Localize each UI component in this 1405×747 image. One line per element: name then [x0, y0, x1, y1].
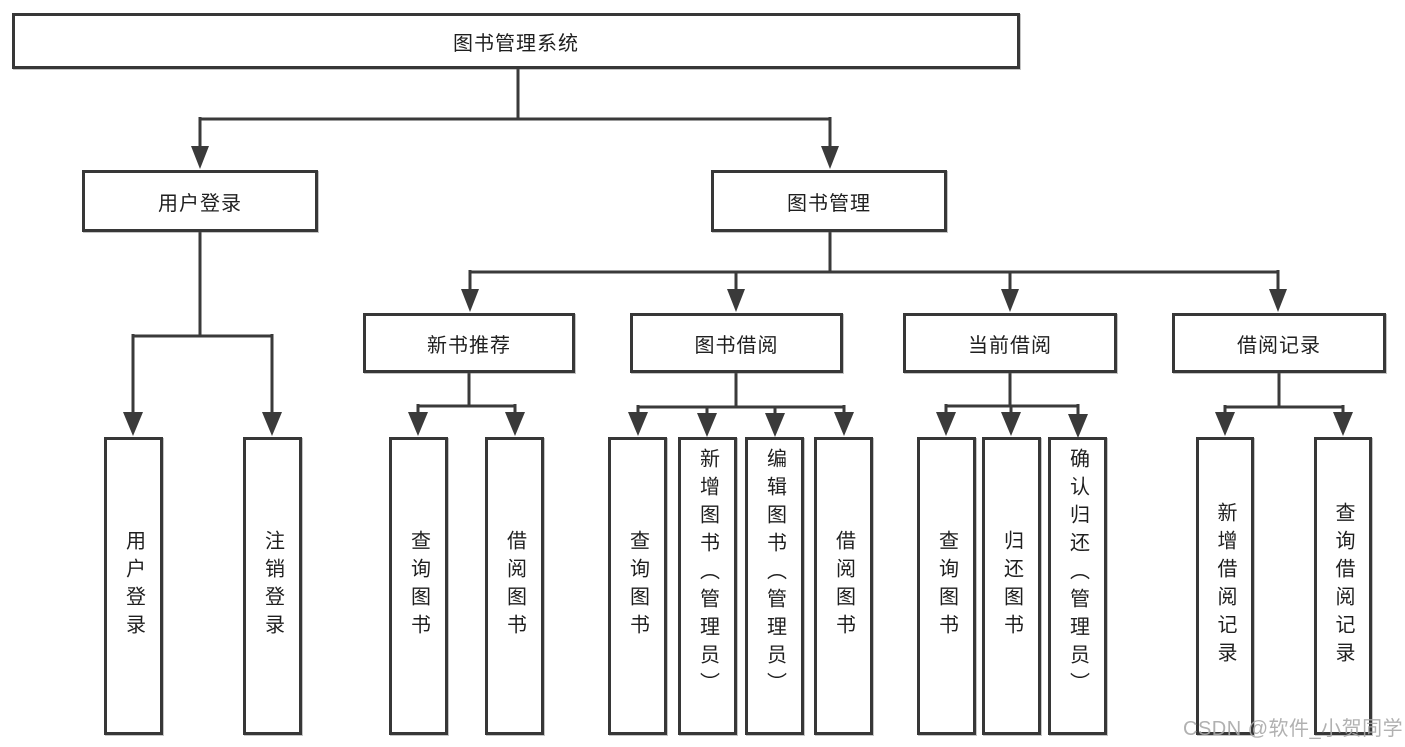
leaf-borrow-borrow-books: 借阅图书: [814, 437, 873, 735]
leaf-label: 查询借阅记录: [1332, 502, 1354, 670]
arrowheads: [123, 146, 1353, 438]
leaf-label: 查询图书: [407, 530, 430, 642]
leaf-label: 新增借阅记录: [1214, 502, 1236, 670]
leaf-current-confirm-return-admin: 确认归还（管理员）: [1048, 437, 1107, 735]
node-user-login: 用户登录: [82, 170, 318, 232]
node-label: 图书管理系统: [453, 32, 579, 55]
node-label: 图书借阅: [694, 334, 779, 357]
node-current-borrowing: 当前借阅: [903, 313, 1117, 373]
node-label: 借阅记录: [1237, 334, 1321, 357]
leaf-newbook-query-books: 查询图书: [389, 437, 448, 735]
leaf-label: 借阅图书: [832, 530, 855, 642]
leaf-label: 确认归还（管理员）: [1066, 448, 1089, 700]
node-new-book-recommendation: 新书推荐: [363, 313, 575, 373]
leaf-label: 注销登录: [261, 530, 284, 642]
leaf-label: 查询图书: [935, 530, 958, 642]
leaf-label: 新增图书（管理员）: [696, 448, 719, 700]
leaf-borrow-edit-books-admin: 编辑图书（管理员）: [745, 437, 804, 735]
leaf-label: 归还图书: [1000, 530, 1023, 642]
leaf-label: 查询图书: [626, 530, 649, 642]
node-label: 当前借阅: [968, 334, 1052, 357]
leaf-logout: 注销登录: [243, 437, 302, 735]
leaf-label: 借阅图书: [503, 530, 526, 642]
node-book-management: 图书管理: [711, 170, 947, 232]
leaf-newbook-borrow-books: 借阅图书: [485, 437, 544, 735]
node-borrowing-records: 借阅记录: [1172, 313, 1386, 373]
node-label: 新书推荐: [427, 334, 511, 357]
leaf-records-query-borrow-record: 查询借阅记录: [1314, 437, 1372, 735]
leaf-current-query-books: 查询图书: [917, 437, 976, 735]
leaf-records-add-borrow-record: 新增借阅记录: [1196, 437, 1254, 735]
node-system-root: 图书管理系统: [12, 13, 1020, 69]
node-label: 用户登录: [158, 192, 242, 215]
leaf-borrow-query-books: 查询图书: [608, 437, 667, 735]
leaf-label: 编辑图书（管理员）: [763, 448, 786, 700]
node-label: 图书管理: [787, 192, 871, 215]
leaf-current-return-books: 归还图书: [982, 437, 1041, 735]
leaf-label: 用户登录: [122, 530, 145, 642]
node-book-borrowing: 图书借阅: [630, 313, 843, 373]
leaf-user-login: 用户登录: [104, 437, 163, 735]
leaf-borrow-add-books-admin: 新增图书（管理员）: [678, 437, 737, 735]
csdn-watermark: CSDN @软件_小贺同学: [1183, 718, 1404, 740]
